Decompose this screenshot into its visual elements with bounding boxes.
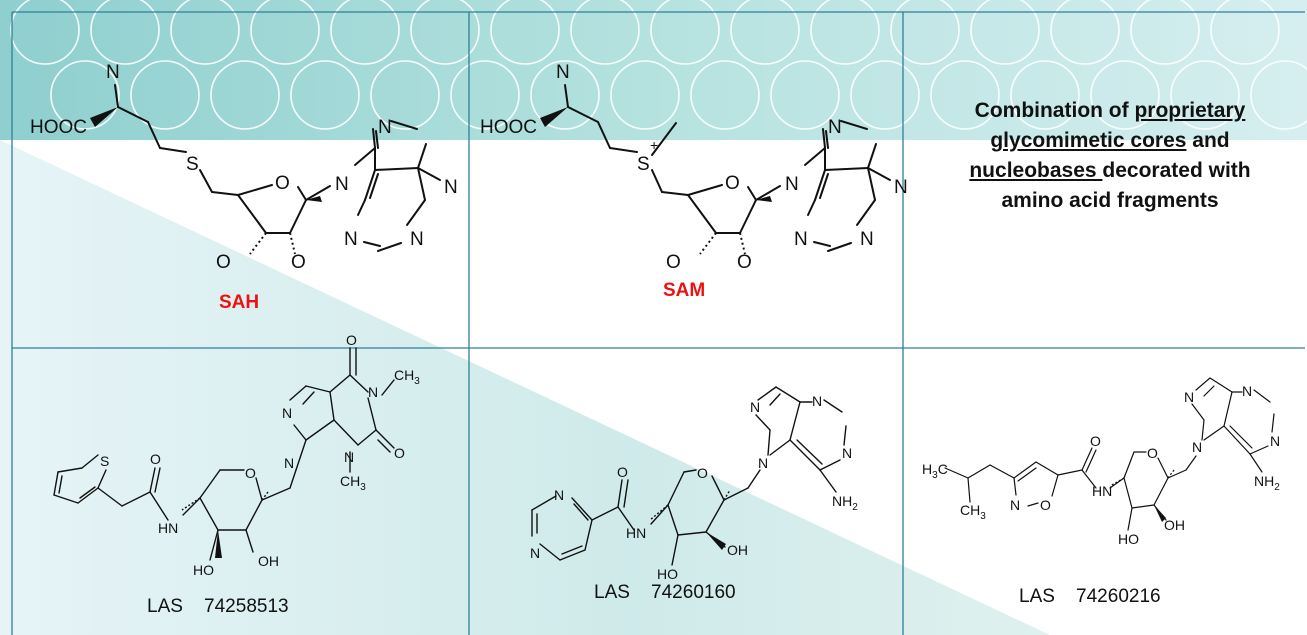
sah-atom-n7: N xyxy=(378,117,392,138)
las3-atom-n-isoxazole: N xyxy=(1010,497,1020,513)
sam-atom-n6: N xyxy=(894,177,908,198)
las2-atom-o-ring: O xyxy=(697,465,708,481)
las-prefix: LAS xyxy=(1019,586,1055,607)
las1-atom-hn: HN xyxy=(158,520,178,536)
las2-atom-o-amide: O xyxy=(617,464,628,480)
las2-atom-hn: HN xyxy=(626,525,646,541)
las1-atom-n9: N xyxy=(284,455,294,471)
las2-atom-ho: HO xyxy=(657,566,678,582)
las3-atom-n9: N xyxy=(1192,439,1202,455)
las1-atom-o-ring: O xyxy=(245,465,256,481)
las1-atom-o2: O xyxy=(394,445,405,461)
sah-structure: N HOOC S O N N N N N O O xyxy=(30,62,458,273)
las3-atom-ho: HO xyxy=(1118,531,1139,547)
las1-atom-ch3-n1: CH3 xyxy=(394,367,420,387)
caption-text: Combination of proprietary glycomimetic … xyxy=(920,96,1300,216)
sah-atom-n6: N xyxy=(444,177,458,198)
sam-atom-n7: N xyxy=(828,117,842,138)
las1-atom-n1: N xyxy=(368,384,378,400)
sam-atom-n: N xyxy=(556,62,570,83)
las-id: 74260216 xyxy=(1076,586,1161,607)
las-74258513-structure: S O HN O OH HO N N N N O O CH3 CH3 xyxy=(53,332,420,578)
las1-atom-ho: HO xyxy=(193,562,214,578)
las3-atom-n3: N xyxy=(1270,433,1280,449)
sam-atom-n3: N xyxy=(794,229,808,250)
las3-atom-hn: HN xyxy=(1092,483,1112,499)
sah-atom-o3: O xyxy=(291,252,306,273)
sah-atom-hooc: HOOC xyxy=(30,117,87,138)
sah-atom-o-ring: O xyxy=(275,173,290,194)
las2-atom-nh2: NH2 xyxy=(832,493,858,513)
decorative-circles xyxy=(10,0,1307,130)
sam-atom-o3: O xyxy=(737,252,752,273)
sam-structure: N HOOC S + O N N N N N O O xyxy=(480,62,908,273)
las2-atom-n1: N xyxy=(812,393,822,409)
las2-atom-n9: N xyxy=(758,455,768,471)
caption-part: Combination of xyxy=(974,99,1135,122)
las-74260160-label: LAS 74260160 xyxy=(594,582,736,604)
sam-atom-o2: O xyxy=(666,252,681,273)
las1-atom-o-amide: O xyxy=(150,451,161,467)
las3-atom-n1: N xyxy=(1242,383,1252,399)
las3-atom-ch3: CH3 xyxy=(960,502,986,522)
caption-underlined: nucleobases xyxy=(969,159,1103,182)
sam-atom-plus: + xyxy=(650,137,658,153)
sah-atom-n1: N xyxy=(410,229,424,250)
las2-atom-n7: N xyxy=(750,399,760,415)
las-id: 74260160 xyxy=(651,582,736,603)
sah-label: SAH xyxy=(219,292,260,313)
sam-atom-o-ring: O xyxy=(725,173,740,194)
las3-atom-o-amide: O xyxy=(1090,433,1101,449)
las1-atom-s: S xyxy=(100,453,109,469)
sah-atom-n: N xyxy=(106,62,120,83)
las2-atom-n-bottom: N xyxy=(530,545,540,561)
las3-atom-h3c: H3C xyxy=(922,461,948,481)
las2-atom-n3: N xyxy=(842,445,852,461)
las3-atom-n7: N xyxy=(1184,389,1194,405)
las-id: 74258513 xyxy=(204,596,289,617)
las-prefix: LAS xyxy=(147,596,183,617)
sam-atom-s: S xyxy=(637,154,650,175)
las1-atom-n3: N xyxy=(344,449,354,465)
sah-atom-o2: O xyxy=(216,252,231,273)
sam-atom-n1: N xyxy=(860,229,874,250)
las-74260160-structure: N N O HN O OH HO N N N N NH2 xyxy=(530,386,858,582)
las1-atom-ch3-n3: CH3 xyxy=(340,473,366,493)
las3-atom-o-ring: O xyxy=(1147,445,1158,461)
teal-diagonal-band xyxy=(0,140,1050,635)
las3-atom-nh2: NH2 xyxy=(1254,473,1280,493)
las1-atom-n7: N xyxy=(282,405,292,421)
sam-atom-n9: N xyxy=(785,174,799,195)
las3-atom-o-isoxazole: O xyxy=(1040,497,1051,513)
sah-atom-n9: N xyxy=(335,174,349,195)
las3-atom-oh: OH xyxy=(1164,517,1185,533)
caption-underlined: proprietary xyxy=(1134,99,1246,122)
caption-part: decorated with xyxy=(1102,159,1251,182)
las1-atom-o6: O xyxy=(346,332,357,348)
las2-atom-n-top: N xyxy=(554,487,564,503)
sah-atom-n3: N xyxy=(344,229,358,250)
sah-atom-s: S xyxy=(186,154,199,175)
las2-atom-oh: OH xyxy=(727,542,748,558)
caption-underlined: glycomimetic cores xyxy=(990,129,1187,152)
las-74260216-label: LAS 74260216 xyxy=(1019,586,1161,608)
sam-label: SAM xyxy=(663,280,706,301)
caption-part: and xyxy=(1186,129,1230,152)
las1-atom-oh: OH xyxy=(258,553,279,569)
las-74258513-label: LAS 74258513 xyxy=(147,596,289,618)
las-prefix: LAS xyxy=(594,582,630,603)
sam-atom-hooc: HOOC xyxy=(480,117,537,138)
caption-part: amino acid fragments xyxy=(1001,189,1219,212)
las-74260216-structure: H3C CH3 N O O HN O OH HO N N N N NH2 xyxy=(922,377,1280,547)
